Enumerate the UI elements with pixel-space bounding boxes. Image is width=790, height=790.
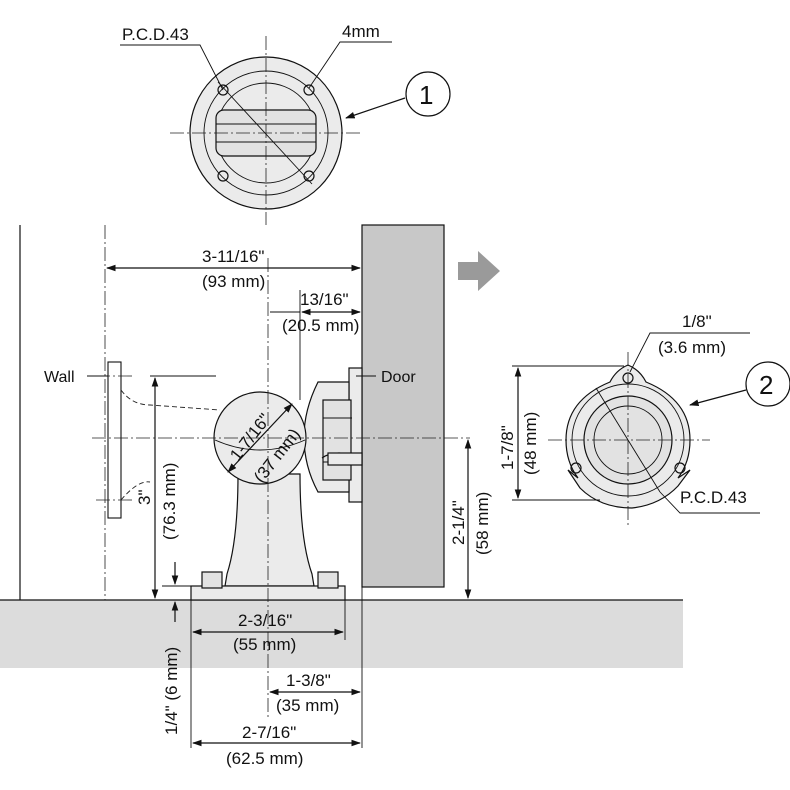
top-pcd-label: P.C.D.43 — [122, 25, 189, 44]
dim-height-mm: (76.3 mm) — [160, 463, 179, 540]
top-hole-label: 4mm — [342, 22, 380, 41]
wall — [19, 225, 135, 600]
dim-base-total-mm: (62.5 mm) — [226, 749, 303, 768]
dim-center-offset: 1-3/8" — [286, 671, 331, 690]
door-catch — [303, 367, 363, 503]
dim-overall-width-mm: (93 mm) — [202, 272, 265, 291]
door-label: Door — [381, 369, 416, 386]
view-direction-arrow — [458, 251, 500, 291]
dim-door-gap: 2-1/4" — [449, 500, 468, 545]
dim-door-gap-mm: (58 mm) — [473, 492, 492, 555]
dim-base-width: 2-3/16" — [238, 611, 292, 630]
door — [361, 224, 445, 588]
callout-1: 1 — [419, 80, 433, 110]
dimension-lines — [106, 264, 472, 748]
dim-catch-depth: 13/16" — [300, 290, 349, 309]
dim-overall-width: 3-11/16" — [202, 247, 264, 266]
dim-height: 3" — [135, 490, 154, 506]
dim-base-thickness: 1/4" (6 mm) — [162, 647, 181, 735]
top-view — [120, 36, 451, 225]
callout-2: 2 — [759, 370, 773, 400]
right-hole-label-mm: (3.6 mm) — [658, 338, 726, 357]
right-height-label: 1-7/8" — [498, 425, 517, 470]
floor — [0, 600, 683, 668]
dim-base-total: 2-7/16" — [242, 723, 296, 742]
catch-face-view — [512, 332, 790, 525]
right-hole-label: 1/8" — [682, 312, 712, 331]
right-pcd-label: P.C.D.43 — [680, 488, 747, 507]
right-height-label-mm: (48 mm) — [521, 412, 540, 475]
dim-center-offset-mm: (35 mm) — [276, 696, 339, 715]
dim-base-width-mm: (55 mm) — [233, 635, 296, 654]
wall-label: Wall — [44, 369, 75, 386]
dim-catch-depth-mm: (20.5 mm) — [282, 316, 359, 335]
